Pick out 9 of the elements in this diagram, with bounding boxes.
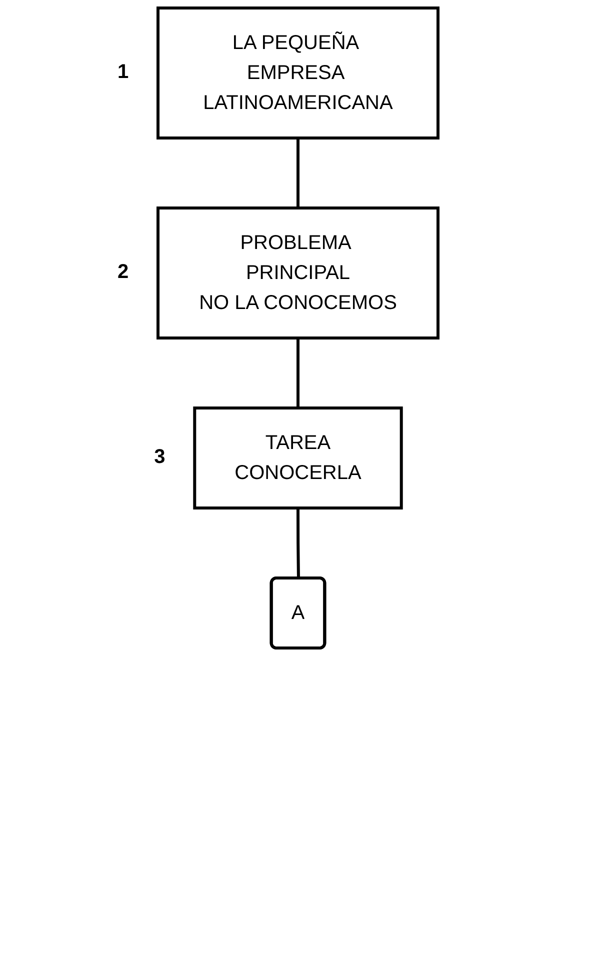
connector [296,508,300,579]
connector [296,138,299,208]
callout-number: 3 [154,446,166,469]
callout-number: 1 [118,61,129,84]
callout-number: 2 [118,261,129,284]
connector [296,338,299,408]
node-box: TAREA CONOCERLA [192,406,402,510]
node-box: PROBLEMA PRINCIPAL NO LA CONOCEMOS [156,206,439,340]
node-box: LA PEQUEÑA EMPRESA LATINOAMERICANA [156,6,439,140]
